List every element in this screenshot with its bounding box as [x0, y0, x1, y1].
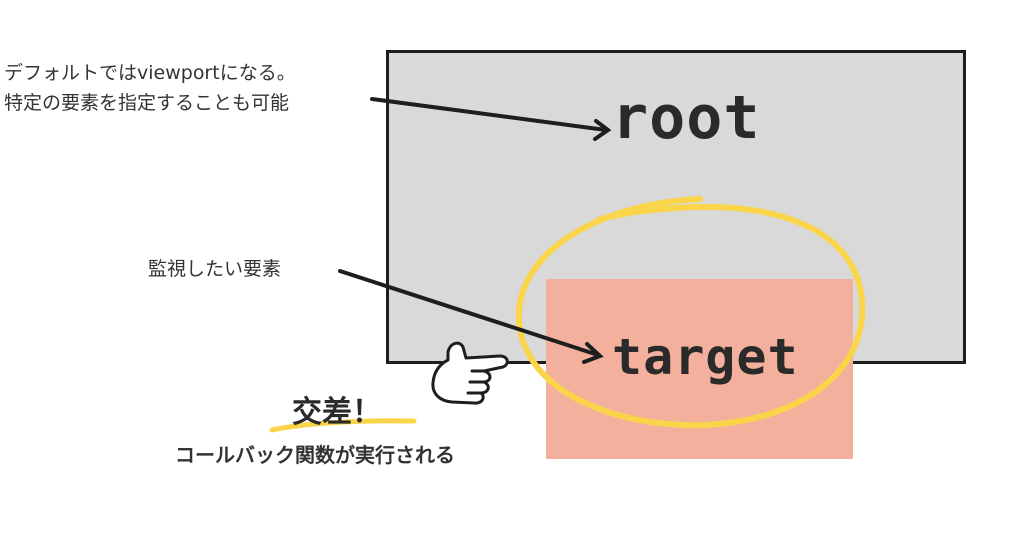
- target-label: target: [612, 328, 799, 386]
- intersection-label: 交差！: [292, 395, 382, 430]
- default-root-note-line2: 特定の要素を指定することも可能: [4, 92, 290, 114]
- pointing-hand-icon: [431, 341, 509, 405]
- default-root-note: デフォルトではviewportになる。 特定の要素を指定することも可能: [4, 58, 296, 118]
- watched-element-note: 監視したい要素: [148, 258, 282, 280]
- highlight-underline: [269, 418, 417, 433]
- highlight-circle: [515, 196, 866, 429]
- callback-note: コールバック関数が実行される: [175, 443, 455, 467]
- target-box: [546, 279, 853, 459]
- arrow-icon: [370, 97, 612, 141]
- root-label: root: [612, 83, 761, 153]
- default-root-note-line1: デフォルトではviewportになる。: [4, 62, 296, 84]
- arrow-icon: [338, 269, 604, 364]
